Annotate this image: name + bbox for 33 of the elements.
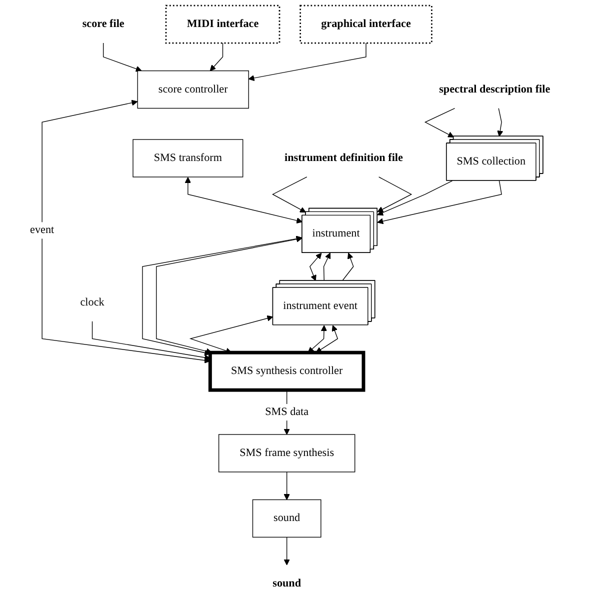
arrow	[424, 108, 456, 138]
arrow	[248, 42, 366, 82]
arrow	[210, 42, 224, 72]
node-text: spectral description file	[439, 83, 550, 96]
arrow	[92, 321, 210, 361]
arrow	[377, 180, 453, 216]
node-text: score file	[82, 18, 124, 30]
arrow	[342, 252, 354, 282]
arrow	[316, 325, 338, 353]
arrow	[309, 252, 322, 282]
node-box: SMS synthesis controller	[208, 350, 366, 392]
node-box: graphical interface	[300, 4, 432, 44]
arrow	[497, 108, 504, 137]
arrow	[308, 325, 328, 353]
arrow	[323, 252, 331, 282]
node-text: clock	[80, 296, 104, 308]
arrow	[284, 536, 290, 566]
node-text: sound	[272, 577, 302, 590]
arrow	[377, 180, 502, 224]
node-box: SMS transform	[132, 139, 244, 178]
node-box: score controller	[137, 70, 249, 109]
node-text: instrument definition file	[284, 152, 403, 164]
arrow	[284, 472, 290, 500]
node-box: MIDI interface	[165, 4, 280, 44]
arrow	[42, 100, 210, 364]
edge-label: SMS data	[265, 406, 309, 418]
arrow	[102, 42, 142, 72]
node-box: SMS frame synthesis	[218, 434, 356, 472]
node-box: sound	[252, 499, 322, 538]
arrow	[272, 176, 308, 213]
arrow	[184, 176, 302, 224]
edge-label: event	[30, 224, 54, 236]
arrow	[377, 176, 412, 212]
